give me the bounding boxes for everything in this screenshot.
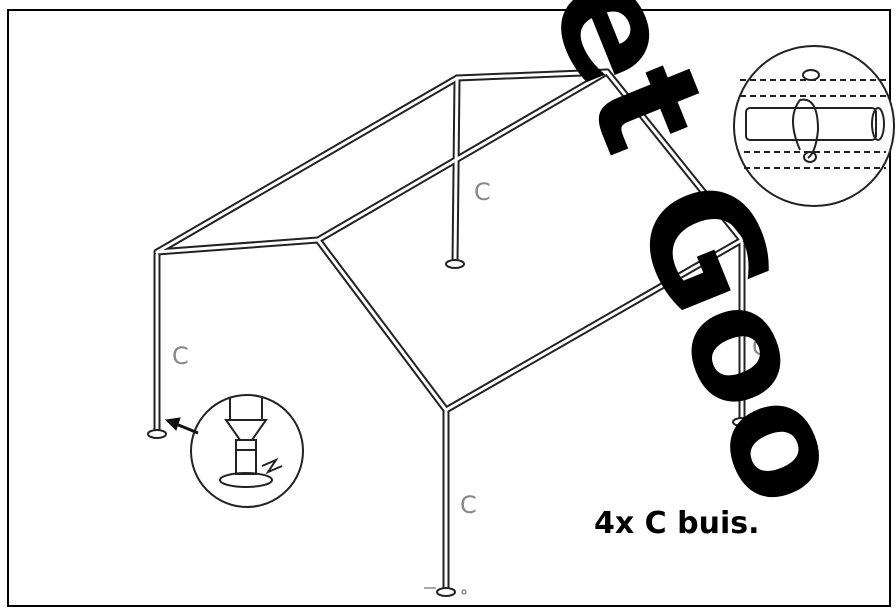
foot-plate xyxy=(147,429,167,439)
part-marks xyxy=(424,587,467,595)
foot-plate xyxy=(436,587,456,597)
page-border xyxy=(7,9,891,607)
caption: 4x C buis. xyxy=(594,506,760,541)
foot-plate xyxy=(445,259,465,269)
pole-label-right: C xyxy=(752,333,769,361)
pole-label-left: C xyxy=(172,342,189,370)
pole-label-front: C xyxy=(460,491,477,519)
arrow-left-icon xyxy=(164,417,199,435)
pole-label-back: C xyxy=(474,178,491,206)
foot-plates xyxy=(147,259,752,597)
foot-plate xyxy=(732,417,752,427)
clip-detail-inset xyxy=(733,45,895,207)
foot-detail-inset xyxy=(164,394,304,508)
